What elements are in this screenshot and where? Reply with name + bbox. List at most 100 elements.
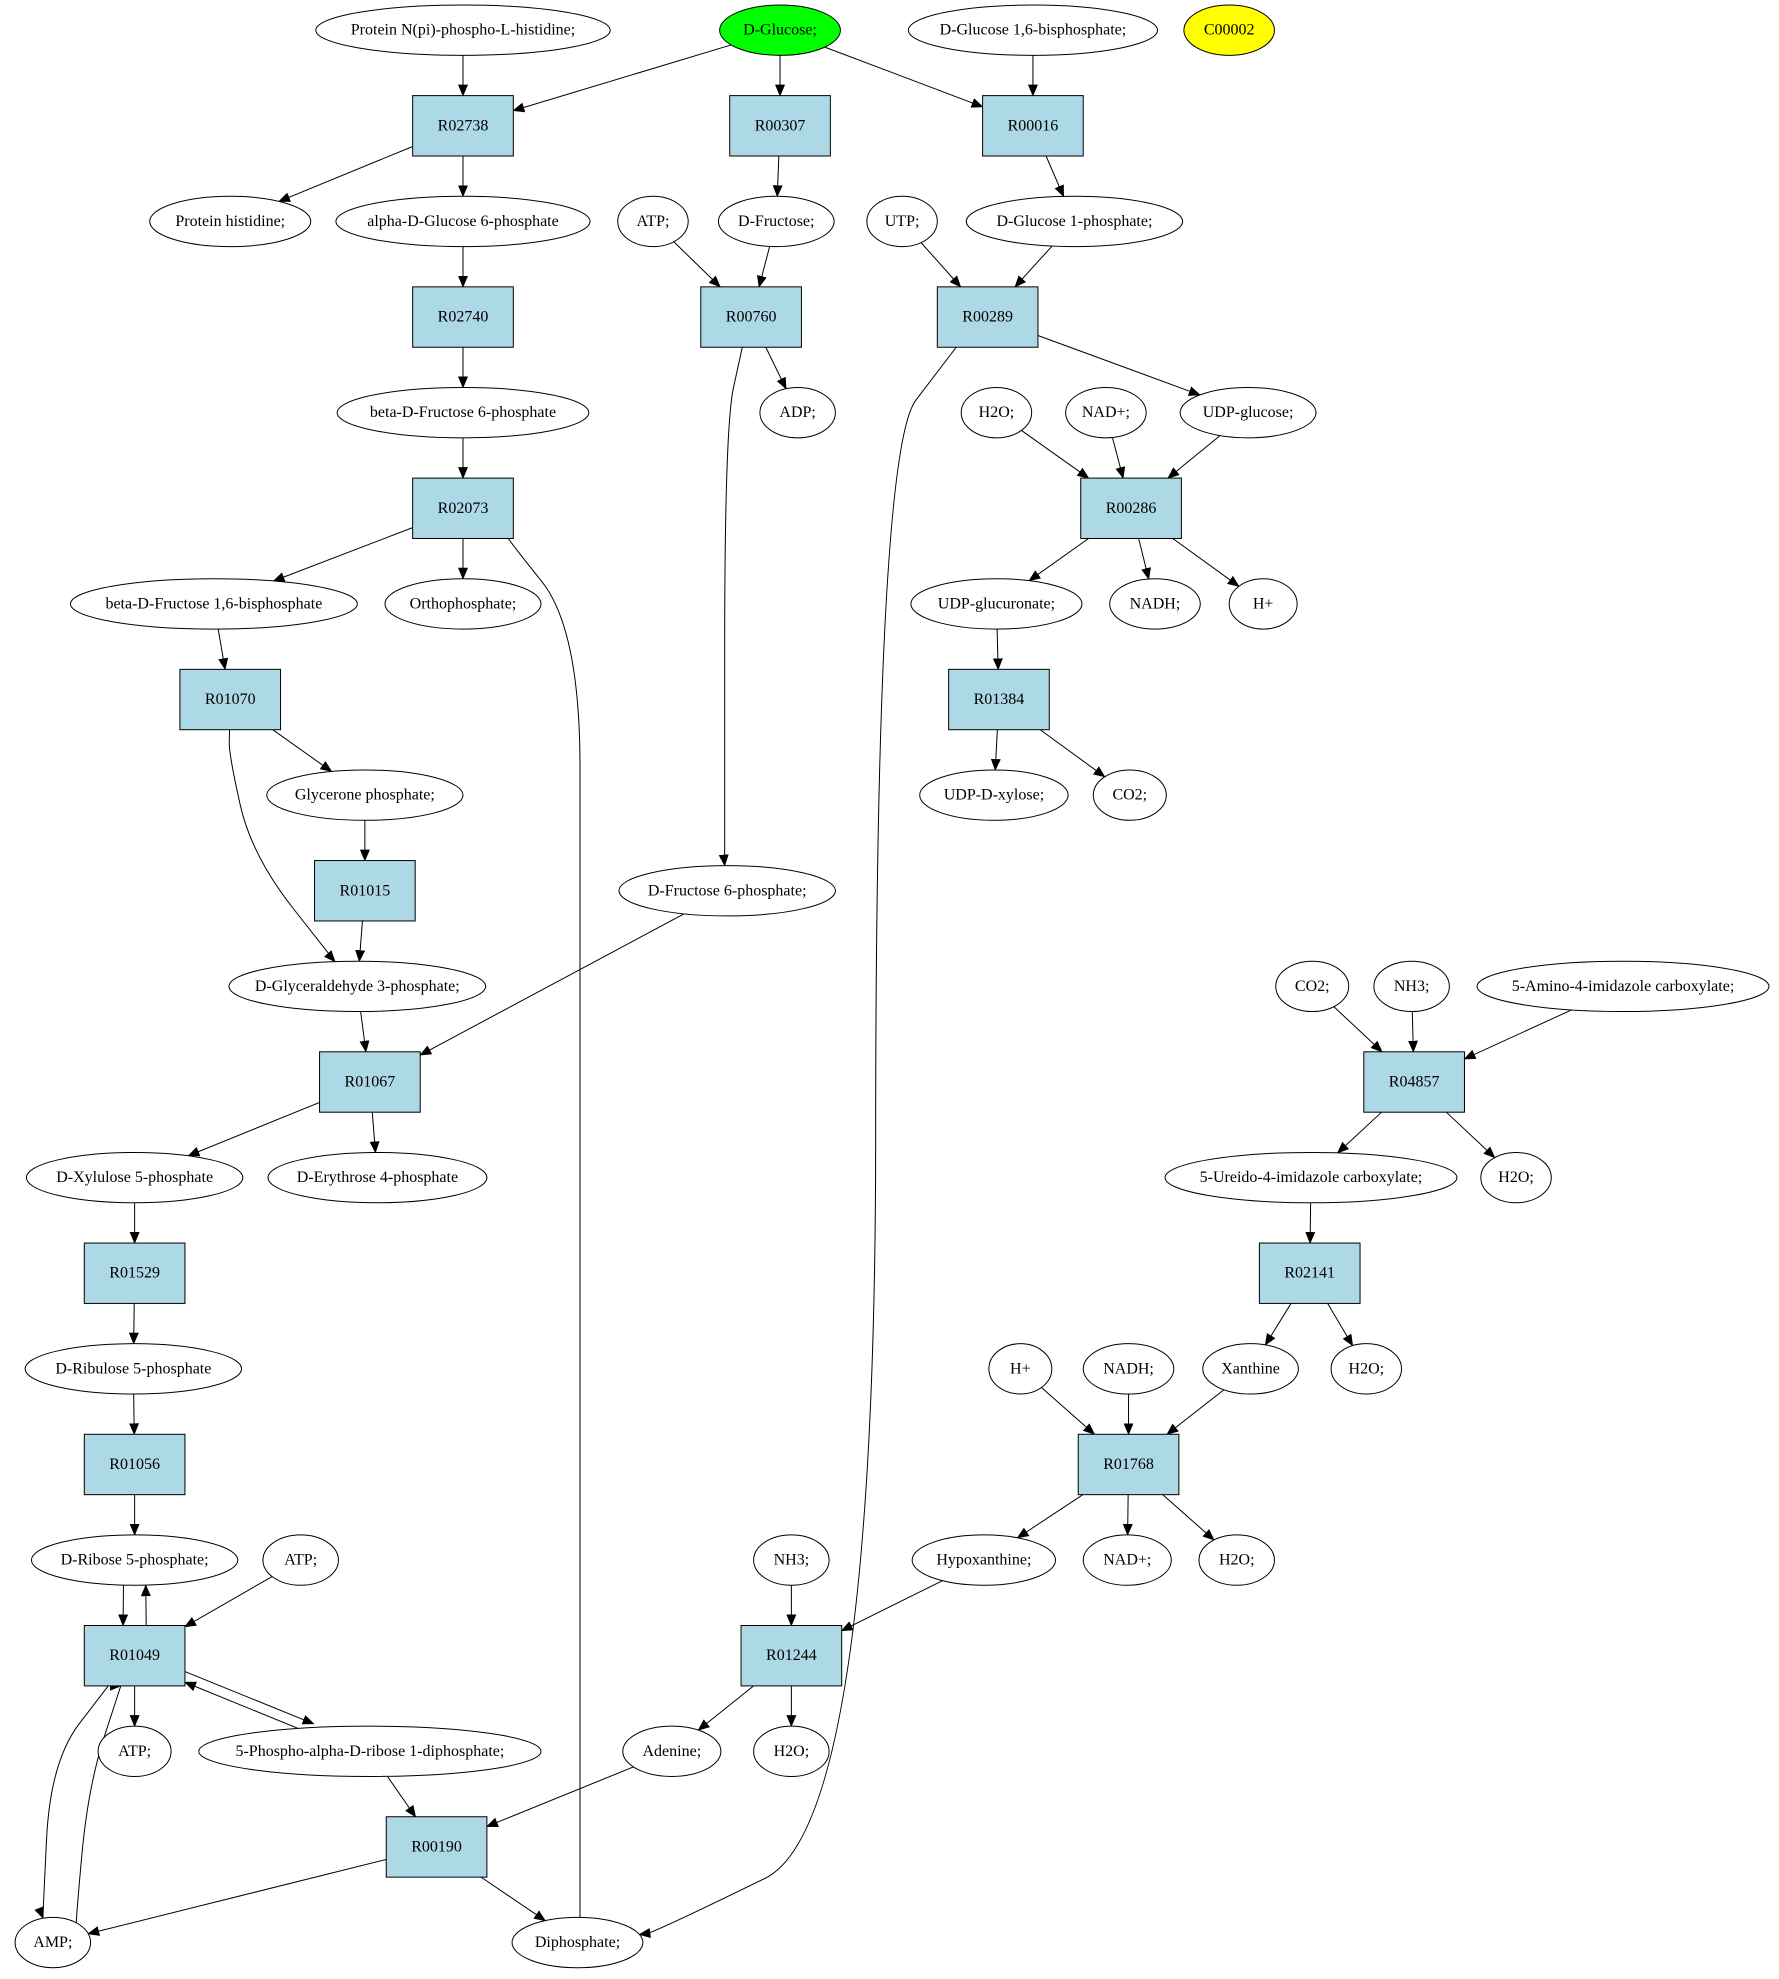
node-label: D-Glucose 1,6-bisphosphate; xyxy=(940,22,1127,39)
node-label: C00002 xyxy=(1204,22,1255,39)
node-label: 5-Ureido-4-imidazole carboxylate; xyxy=(1200,1169,1423,1186)
compound-ellipse xyxy=(1476,960,1770,1013)
compound-ellipse xyxy=(1179,387,1317,439)
node-label: D-Glucose 1-phosphate; xyxy=(996,213,1152,230)
compound-node-nad1: NAD+; xyxy=(1065,387,1147,439)
compound-node-atp1: ATP; xyxy=(617,195,689,248)
node-label: D-Ribulose 5-phosphate xyxy=(55,1360,211,1377)
node-label: R00307 xyxy=(755,117,806,134)
node-label: ATP; xyxy=(118,1743,151,1760)
edge-c_df6p-to-r_R01067 xyxy=(419,913,685,1056)
node-label: UTP; xyxy=(885,213,920,230)
edge-c_h2-to-r_R01768 xyxy=(1041,1387,1096,1435)
compound-ellipse xyxy=(759,387,836,439)
compound-node-nadh2: NADH; xyxy=(1082,1343,1175,1395)
edge-r_R02073-to-c_bf16bp xyxy=(272,527,413,582)
edge-c_hypox-to-r_R01244 xyxy=(840,1580,943,1632)
compound-node-g16bp: D-Glucose 1,6-bisphosphate; xyxy=(907,4,1158,56)
node-label: AMP; xyxy=(33,1934,72,1951)
compound-node-h2o5: H2O; xyxy=(753,1725,830,1777)
reaction-box xyxy=(700,286,802,348)
compound-node-xu5p: D-Xylulose 5-phosphate xyxy=(25,1151,244,1204)
edge-r_R00760-to-c_adp xyxy=(765,347,787,390)
reaction-node-r00307: R00307 xyxy=(729,95,831,157)
node-label: R00286 xyxy=(1106,500,1157,517)
node-label: UDP-D-xylose; xyxy=(944,787,1044,804)
edge-r_R01384-to-c_udpxyl xyxy=(990,729,1001,771)
compound-ellipse xyxy=(384,578,542,630)
edge-r_R01049-to-c_amp xyxy=(34,1685,109,1920)
compound-ellipse xyxy=(1330,1343,1403,1395)
compound-node-pi: Orthophosphate; xyxy=(384,578,542,630)
node-label: Xanthine xyxy=(1221,1360,1280,1377)
compound-node-atp2: ATP; xyxy=(262,1534,339,1586)
edge-r_R02141-to-c_h2o3 xyxy=(1327,1303,1354,1347)
compound-node-h2o3: H2O; xyxy=(1330,1343,1403,1395)
compound-node-ru5p: D-Ribulose 5-phosphate xyxy=(24,1343,243,1395)
node-label: ATP; xyxy=(284,1552,317,1569)
reaction-node-r02740: R02740 xyxy=(412,286,514,348)
edge-c_atp2-to-r_R01049 xyxy=(184,1576,273,1628)
compound-ellipse xyxy=(1082,1343,1175,1395)
edge-c_prpp-to-r_R00190 xyxy=(386,1776,417,1818)
compound-ellipse xyxy=(617,195,689,248)
reaction-box xyxy=(319,1051,421,1113)
compound-node-xanthine: Xanthine xyxy=(1202,1343,1299,1395)
edge-r_R01067-to-c_xu5p xyxy=(187,1101,320,1157)
reaction-node-r04857: R04857 xyxy=(1363,1051,1465,1113)
node-label: R00016 xyxy=(1008,117,1059,134)
node-label: NAD+; xyxy=(1103,1552,1151,1569)
edge-c_udpglcA-to-r_R01384 xyxy=(992,629,1003,671)
node-label: UDP-glucuronate; xyxy=(938,595,1055,612)
node-label: R00289 xyxy=(962,309,1013,326)
compound-ellipse xyxy=(335,195,591,248)
reaction-node-r01056: R01056 xyxy=(83,1433,186,1496)
node-label: UDP-glucose; xyxy=(1203,404,1294,421)
compound-ellipse xyxy=(965,195,1184,248)
compound-node-h1: H+ xyxy=(1228,578,1298,630)
reaction-box xyxy=(412,477,514,539)
compound-node-g1p: D-Glucose 1-phosphate; xyxy=(965,195,1184,248)
compound-node-bf6p: beta-D-Fructose 6-phosphate xyxy=(336,387,590,439)
compound-node-nad2: NAD+; xyxy=(1082,1534,1172,1586)
node-label: D-Fructose; xyxy=(738,213,814,230)
compound-node-df6p: D-Fructose 6-phosphate; xyxy=(618,865,836,917)
compound-ellipse xyxy=(911,1534,1057,1586)
compound-node-r5p: D-Ribose 5-phosphate; xyxy=(30,1534,239,1586)
reaction-box xyxy=(385,1816,488,1878)
node-label: R01070 xyxy=(205,691,256,708)
edge-c_adenine-to-r_R00190 xyxy=(485,1766,634,1827)
node-label: R04857 xyxy=(1389,1073,1440,1090)
edge-r_R00286-to-c_nadh1 xyxy=(1138,538,1151,580)
reaction-node-r01768: R01768 xyxy=(1077,1433,1180,1496)
compound-node-nh3b: NH3; xyxy=(753,1534,830,1586)
edge-r_R00286-to-c_h1 xyxy=(1172,538,1240,587)
edge-c_uicarb-to-r_R02141 xyxy=(1305,1202,1316,1245)
compound-ellipse xyxy=(753,1725,830,1777)
compound-ellipse xyxy=(25,1151,244,1204)
node-label: R01244 xyxy=(766,1647,817,1664)
reaction-node-r01015: R01015 xyxy=(314,860,416,922)
compound-ellipse xyxy=(511,1916,644,1969)
node-label: R01529 xyxy=(109,1265,160,1282)
compound-ellipse xyxy=(910,578,1083,630)
edge-c_atp1-to-r_R00760 xyxy=(673,241,721,288)
compound-ellipse xyxy=(1109,578,1201,630)
compound-node-prot_his: Protein histidine; xyxy=(149,195,312,248)
compound-node-co2b: CO2; xyxy=(1275,960,1350,1013)
node-label: Protein histidine; xyxy=(175,213,285,230)
compound-ellipse xyxy=(618,865,836,917)
reaction-node-r00289: R00289 xyxy=(936,286,1039,348)
compound-node-dhap: Glycerone phosphate; xyxy=(266,769,464,821)
edge-r_R00190-to-c_ppi xyxy=(480,1876,547,1922)
node-label: NAD+; xyxy=(1082,404,1130,421)
reaction-box xyxy=(314,860,416,922)
compound-ellipse xyxy=(907,4,1158,56)
compound-node-prpp: 5-Phospho-alpha-D-ribose 1-diphosphate; xyxy=(198,1725,542,1777)
node-label: R02738 xyxy=(438,117,489,134)
edge-r_R00016-to-c_g1p xyxy=(1045,155,1065,198)
reaction-box xyxy=(982,95,1084,157)
edge-r_R01067-to-c_e4p xyxy=(369,1112,380,1154)
compound-ellipse xyxy=(262,1534,339,1586)
compound-node-prot_nphis: Protein N(pi)-phospho-L-histidine; xyxy=(315,4,611,56)
